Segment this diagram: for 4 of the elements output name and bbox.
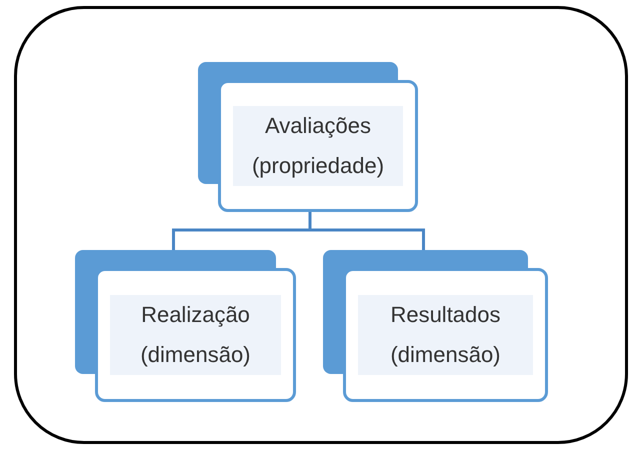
node-label: Resultados (dimensão): [358, 295, 533, 375]
connector-line: [308, 212, 425, 250]
node-label: Avaliações (propriedade): [233, 106, 403, 186]
node-label: Realização (dimensão): [110, 295, 281, 375]
